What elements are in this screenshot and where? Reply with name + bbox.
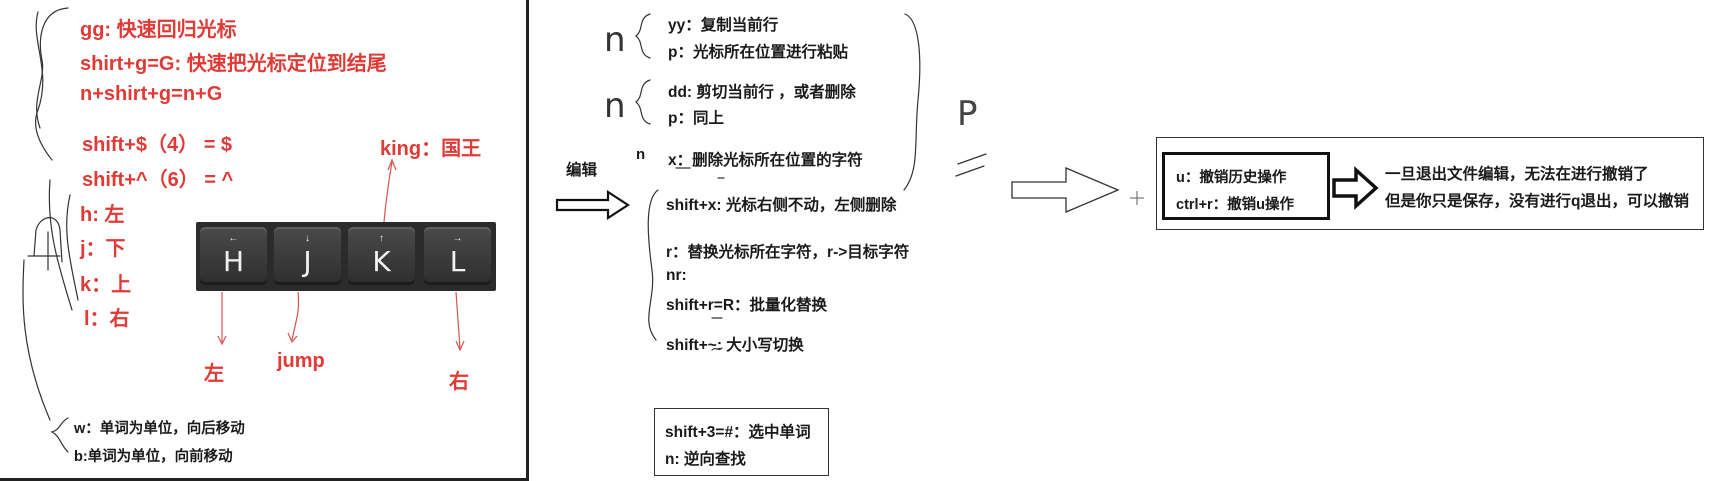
right-arrow-outline-icon — [1012, 168, 1118, 212]
undo-arrow-icon — [1334, 170, 1376, 206]
edit-arrow-icon — [557, 192, 628, 218]
